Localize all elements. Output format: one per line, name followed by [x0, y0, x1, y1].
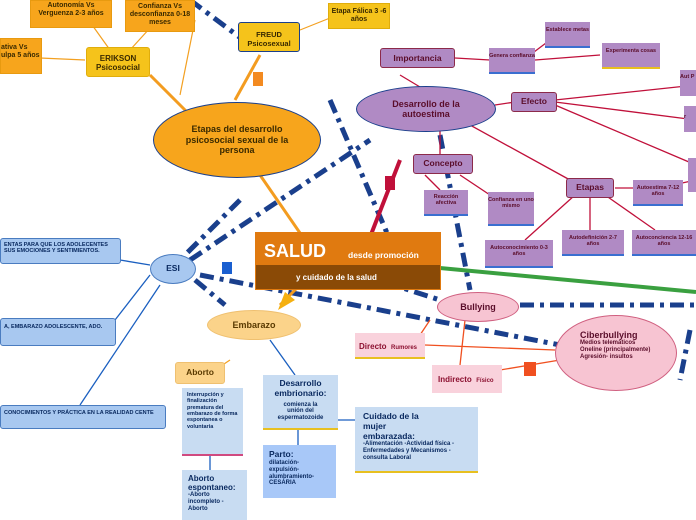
node-establece-metas[interactable]: Establece metas: [545, 22, 590, 48]
directo-desc: Rumores Exclusión social: [391, 345, 418, 351]
link-efecto-r1: [554, 84, 696, 101]
node-autodefinicion[interactable]: Autodefinición 2-7 años: [562, 230, 624, 256]
link-freud-falica: [299, 17, 331, 31]
connector-handle: [253, 72, 263, 86]
node-esi-box3[interactable]: CONOCIMIENTOS Y PRÁCTICA EN LA REALIDAD …: [0, 405, 166, 429]
node-autoestima-etapa[interactable]: Autoestima 7-12 años: [633, 180, 683, 206]
center-title: SALUD: [264, 241, 326, 261]
arrow-head: [278, 292, 295, 310]
node-directo[interactable]: Directo Rumores Exclusión social: [355, 333, 425, 359]
link-esi-embarazo: [193, 278, 227, 307]
link-bullying-indirecto: [459, 319, 466, 366]
node-autoestima[interactable]: Desarrollo de la autoestima: [356, 86, 496, 132]
ciber-title: Ciberbullying: [580, 330, 638, 340]
node-autoconocimiento[interactable]: Autoconocimiento 0-3 años: [485, 240, 553, 268]
link-esi-box2: [114, 274, 151, 321]
node-aborto-espontaneo[interactable]: Aborto espontaneo: -Aborto incompleto -A…: [182, 470, 247, 520]
link-etapas-erikson: [148, 73, 192, 117]
link-autoestima-bullying: [437, 134, 473, 291]
center-subtitle-1: desde promoción: [348, 250, 419, 260]
link-green: [439, 266, 696, 294]
desarrollo-title: Desarrollo embrionario:: [274, 378, 327, 398]
node-concepto[interactable]: Concepto: [413, 154, 473, 174]
node-edge-1[interactable]: Aut P: [680, 70, 696, 96]
connector-handle: [222, 262, 232, 274]
parto-list: dilatación- expulsión- alumbramiento- CE…: [269, 459, 315, 487]
link-concepto-confianza: [459, 174, 491, 196]
indirecto-title: Indirecto: [438, 375, 472, 384]
node-efecto[interactable]: Efecto: [511, 92, 557, 112]
center-subtitle-2: y cuidado de la salud: [296, 273, 377, 282]
link-erikson-iniciativa: [39, 57, 86, 61]
node-freud[interactable]: FREUD Psicosexual: [238, 22, 300, 52]
node-aborto-desc[interactable]: Interrupción y finalización prematura de…: [182, 388, 243, 456]
node-falica[interactable]: Etapa Fálica 3 -6 años: [328, 3, 390, 29]
link-esi-box3: [79, 284, 161, 406]
node-indirecto[interactable]: Indirecto Físico Verbal o Gestual: [432, 365, 502, 393]
node-erikson[interactable]: ERIKSON Psicosocial: [86, 47, 150, 77]
node-ciberbullying[interactable]: Ciberbullying Medios telemáticos Oneline…: [555, 315, 677, 391]
node-esi-box1[interactable]: ENTAS PARA QUE LOS ADOLECENTES SUS EMOCI…: [0, 238, 121, 264]
connector-handle: [524, 362, 536, 376]
node-edge-3[interactable]: [688, 158, 696, 192]
node-cuidado[interactable]: Cuidado de la mujer embarazada: -Aliment…: [355, 407, 478, 473]
link-esi-box1: [119, 259, 151, 266]
link-etapas-autoconciencia: [604, 194, 656, 231]
node-etapas-desarrollo[interactable]: Etapas del desarrollo psicosocial sexual…: [153, 102, 321, 178]
link-etapas-confianza: [179, 19, 196, 96]
link-genera-experimenta: [534, 54, 601, 61]
link-concepto-reaccion: [424, 174, 441, 191]
aborto-espontaneo-list: -Aborto incompleto -Aborto: [188, 492, 224, 513]
node-autoconciencia[interactable]: Autoconciencia 12-16 años: [632, 230, 696, 256]
node-desarrollo-embrionario[interactable]: Desarrollo embrionario: comienza la unió…: [263, 375, 338, 430]
node-aborto[interactable]: Aborto: [175, 362, 225, 384]
node-etapas[interactable]: Etapas: [566, 178, 614, 198]
link-imp-genera: [454, 57, 491, 61]
link-auto-etapas: [469, 124, 571, 181]
link-etapas-freud: [233, 54, 262, 101]
aborto-espontaneo-title: Aborto espontaneo:: [188, 474, 236, 493]
link-esi-autoestima: [188, 137, 372, 263]
link-directo-ciber: [424, 344, 556, 351]
cuidado-list: -Alimentación -Actividad física -Enferme…: [363, 441, 455, 462]
node-parto[interactable]: Parto: dilatación- expulsión- alumbramie…: [263, 445, 336, 498]
node-iniciativa[interactable]: ativa Vs ulpa 5 años: [0, 38, 42, 74]
link-embarazo-desarrollo: [269, 339, 296, 376]
connector-handle: [385, 176, 395, 190]
ciber-list: Medios telemáticos Oneline (principalmen…: [580, 340, 651, 361]
node-genera-confianza[interactable]: Genera confianza: [489, 48, 535, 74]
link-etapas-esi: [178, 198, 242, 262]
node-bullying[interactable]: Bullying: [437, 292, 519, 322]
node-esi[interactable]: ESI: [150, 254, 196, 284]
directo-title: Directo: [359, 342, 387, 351]
indirecto-desc: Físico Verbal o Gestual: [476, 378, 494, 384]
desarrollo-desc: comienza la unión del espermatozoide: [277, 401, 324, 422]
node-reaccion[interactable]: Reacción afectiva: [424, 190, 468, 216]
cuidado-title: Cuidado de la mujer embarazada:: [363, 411, 419, 441]
node-esi-box2[interactable]: A, EMBARAZO ADOLESCENTE, ADO.: [0, 318, 116, 346]
node-edge-2[interactable]: r: [684, 106, 696, 132]
link-efecto-r3: [554, 104, 696, 166]
link-ciber-right: [677, 329, 693, 381]
node-importancia[interactable]: Importancia: [380, 48, 455, 68]
node-confianza-mismo[interactable]: Confianza en uno mismo: [488, 192, 534, 226]
link-efecto-r2: [554, 101, 696, 121]
parto-title: Parto:: [269, 449, 294, 459]
link-bullying-directo: [419, 319, 431, 336]
link-etapas-autoconocimiento: [524, 194, 576, 241]
node-confianza[interactable]: Confianza Vs desconfianza 0-18 meses: [125, 0, 195, 32]
center-node[interactable]: SALUD desde promoción y cuidado de la sa…: [255, 232, 441, 290]
node-embarazo[interactable]: Embarazo: [207, 310, 301, 340]
node-autonomia[interactable]: Autonomía Vs Verguenza 2-3 años: [30, 0, 112, 28]
node-experimenta[interactable]: Experimenta cosas: [602, 43, 660, 69]
